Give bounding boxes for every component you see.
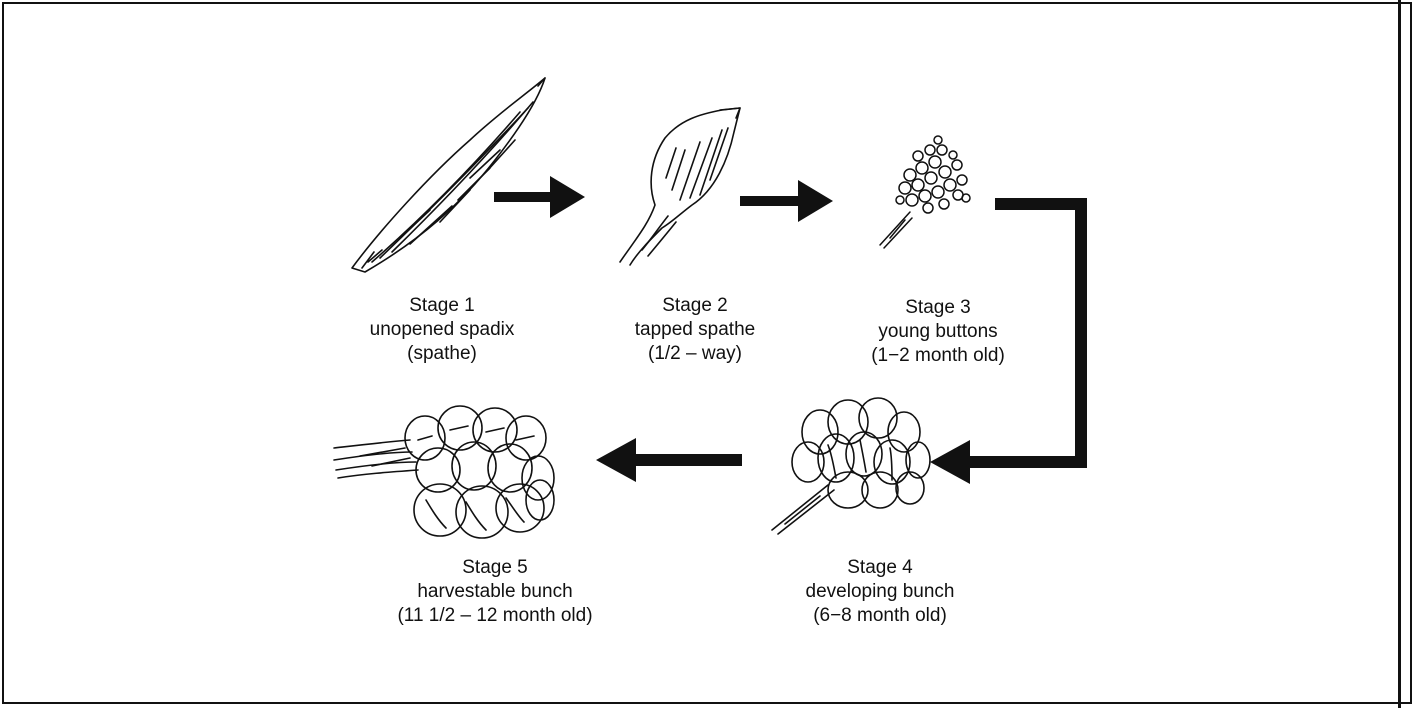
- stage-5-bunch-drawing: [334, 406, 554, 538]
- stage-1-title: Stage 1: [352, 294, 532, 318]
- stage-5-title: Stage 5: [360, 556, 630, 580]
- stage-3-label: Stage 3 young buttons (1−2 month old): [838, 296, 1038, 368]
- stage-2-label: Stage 2 tapped spathe (1/2 – way): [610, 294, 780, 366]
- stage-1-note: (spathe): [352, 342, 532, 366]
- arrow-stage4-to-stage5: [596, 438, 742, 482]
- stage-3-note: (1−2 month old): [838, 344, 1038, 368]
- arrow-stage2-to-stage3: [740, 180, 833, 222]
- stage-4-note: (6−8 month old): [780, 604, 980, 628]
- arrow-stage1-to-stage2: [494, 176, 585, 218]
- stage-1-label: Stage 1 unopened spadix (spathe): [352, 294, 532, 366]
- stage-2-spathe-drawing: [620, 108, 740, 265]
- stage-2-note: (1/2 – way): [610, 342, 780, 366]
- stage-1-description: unopened spadix: [352, 318, 532, 342]
- stage-4-label: Stage 4 developing bunch (6−8 month old): [780, 556, 980, 628]
- stage-4-description: developing bunch: [780, 580, 980, 604]
- stage-3-description: young buttons: [838, 320, 1038, 344]
- stage-4-bunch-drawing: [772, 398, 930, 534]
- stage-1-spadix-drawing: [352, 78, 545, 272]
- stage-3-title: Stage 3: [838, 296, 1038, 320]
- stage-2-title: Stage 2: [610, 294, 780, 318]
- stage-5-note: (11 1/2 – 12 month old): [360, 604, 630, 628]
- stage-3-buttons-drawing: [880, 136, 970, 248]
- stage-5-description: harvestable bunch: [360, 580, 630, 604]
- stage-5-label: Stage 5 harvestable bunch (11 1/2 – 12 m…: [360, 556, 630, 628]
- stage-4-title: Stage 4: [780, 556, 980, 580]
- stage-2-description: tapped spathe: [610, 318, 780, 342]
